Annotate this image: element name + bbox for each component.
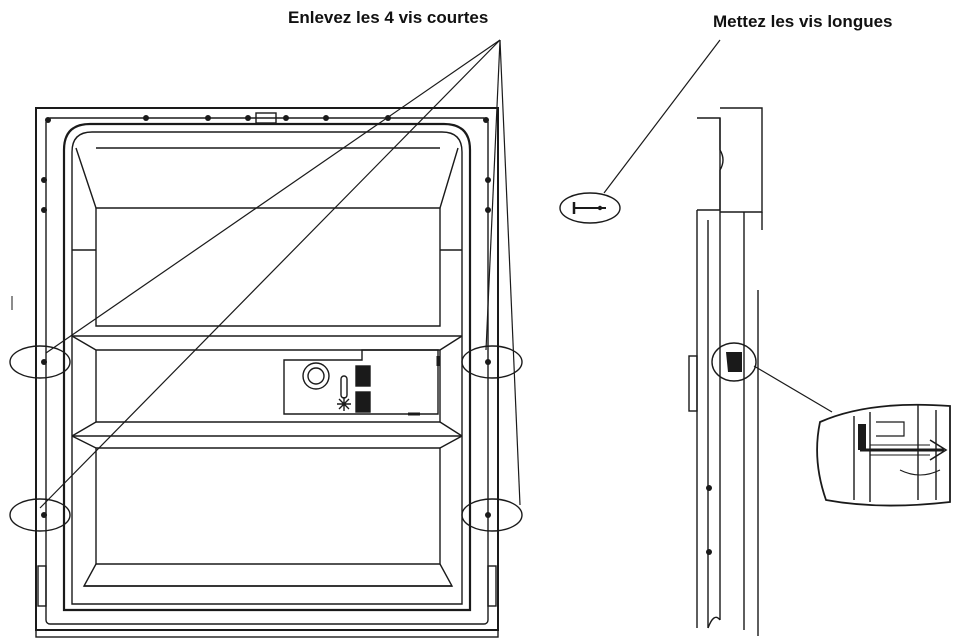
short-screw-circles (9, 345, 523, 532)
detergent-dispenser (283, 349, 440, 416)
door-top-screws (41, 115, 491, 213)
long-screw-icon (559, 39, 721, 224)
door-front-view (9, 107, 523, 638)
short-screw-leader-lines (39, 39, 521, 509)
remove-short-screws-label: Enlevez les 4 vis courtes (288, 8, 489, 27)
insert-long-screws-label: Mettez les vis longues (713, 12, 893, 31)
screw-detail-zoom (816, 403, 951, 507)
long-screw-leader-line (603, 39, 721, 194)
door-side-view (688, 107, 833, 636)
